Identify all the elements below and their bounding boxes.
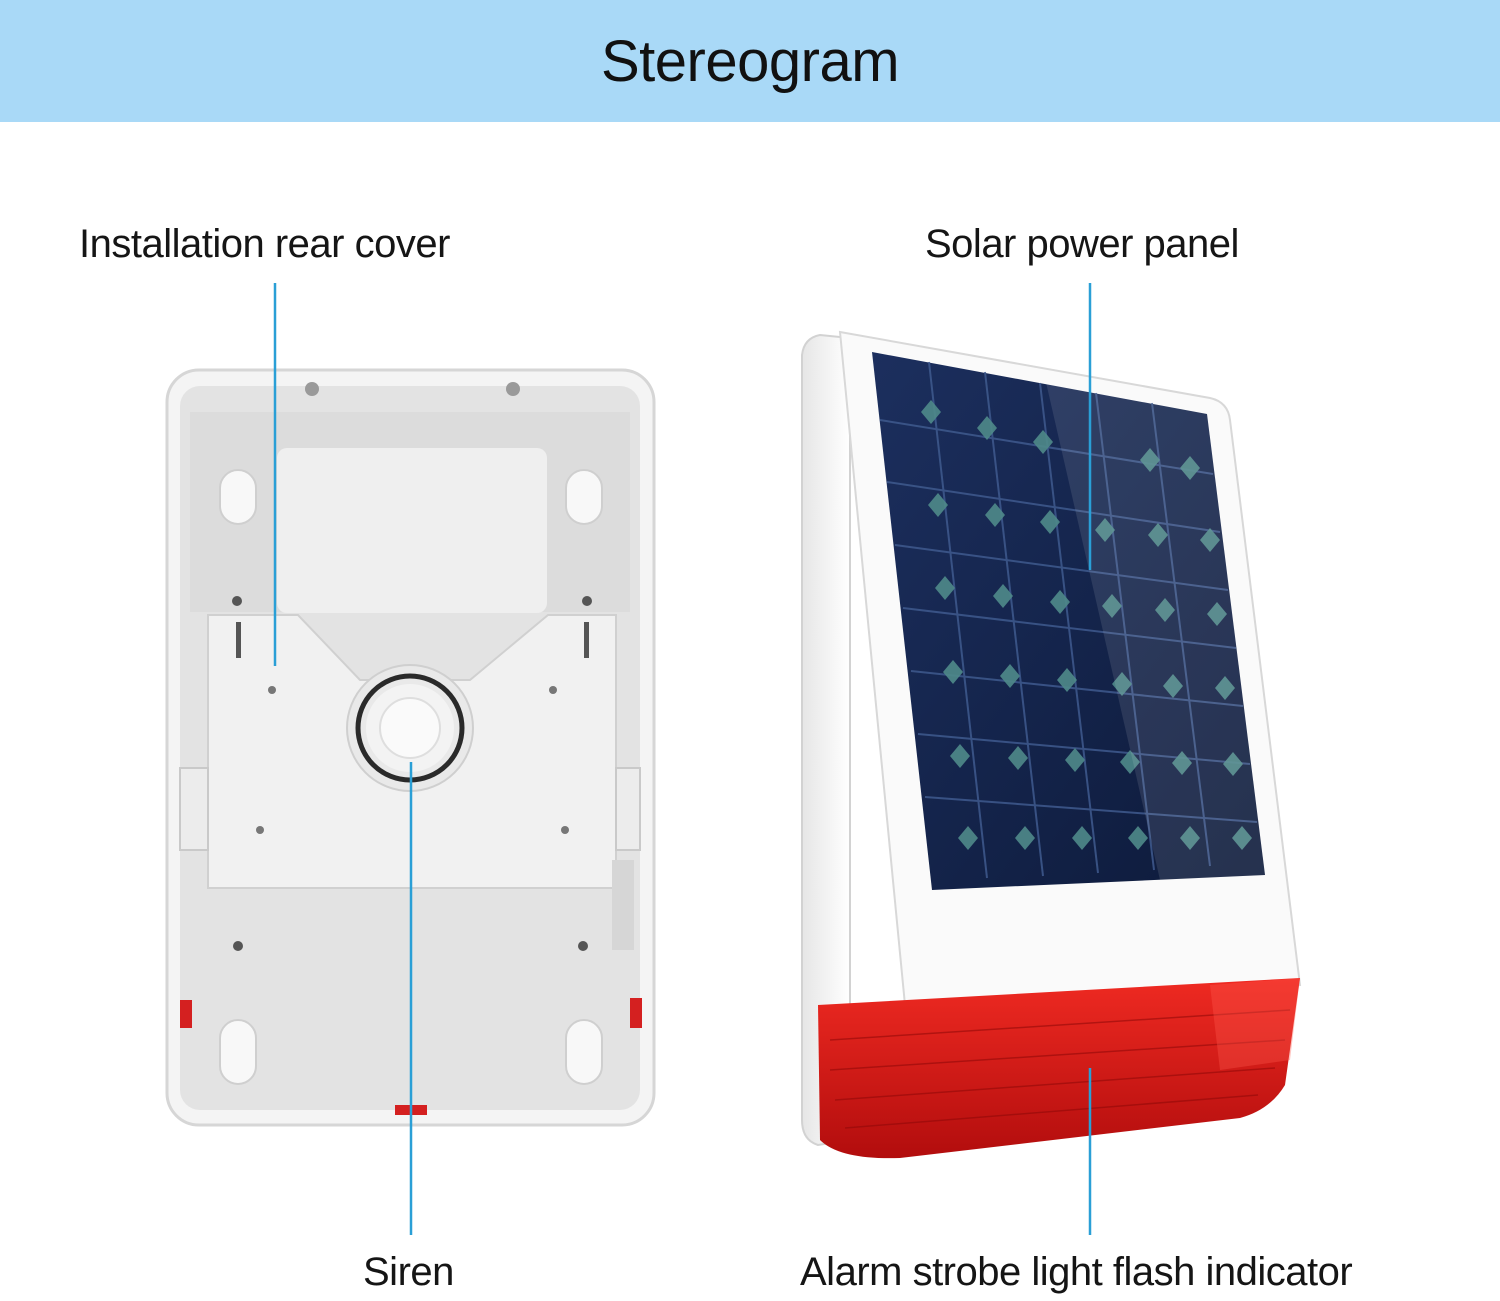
header-banner: Stereogram xyxy=(0,0,1500,122)
label-siren: Siren xyxy=(363,1250,454,1294)
page-title: Stereogram xyxy=(600,28,900,94)
label-strobe: Alarm strobe light flash indicator xyxy=(800,1250,1353,1294)
label-solar-panel: Solar power panel xyxy=(925,222,1239,266)
rear-cover-device xyxy=(165,368,656,1127)
strobe-cover xyxy=(818,978,1300,1159)
solar-siren-device xyxy=(801,330,1302,1159)
label-rear-cover: Installation rear cover xyxy=(79,222,450,266)
